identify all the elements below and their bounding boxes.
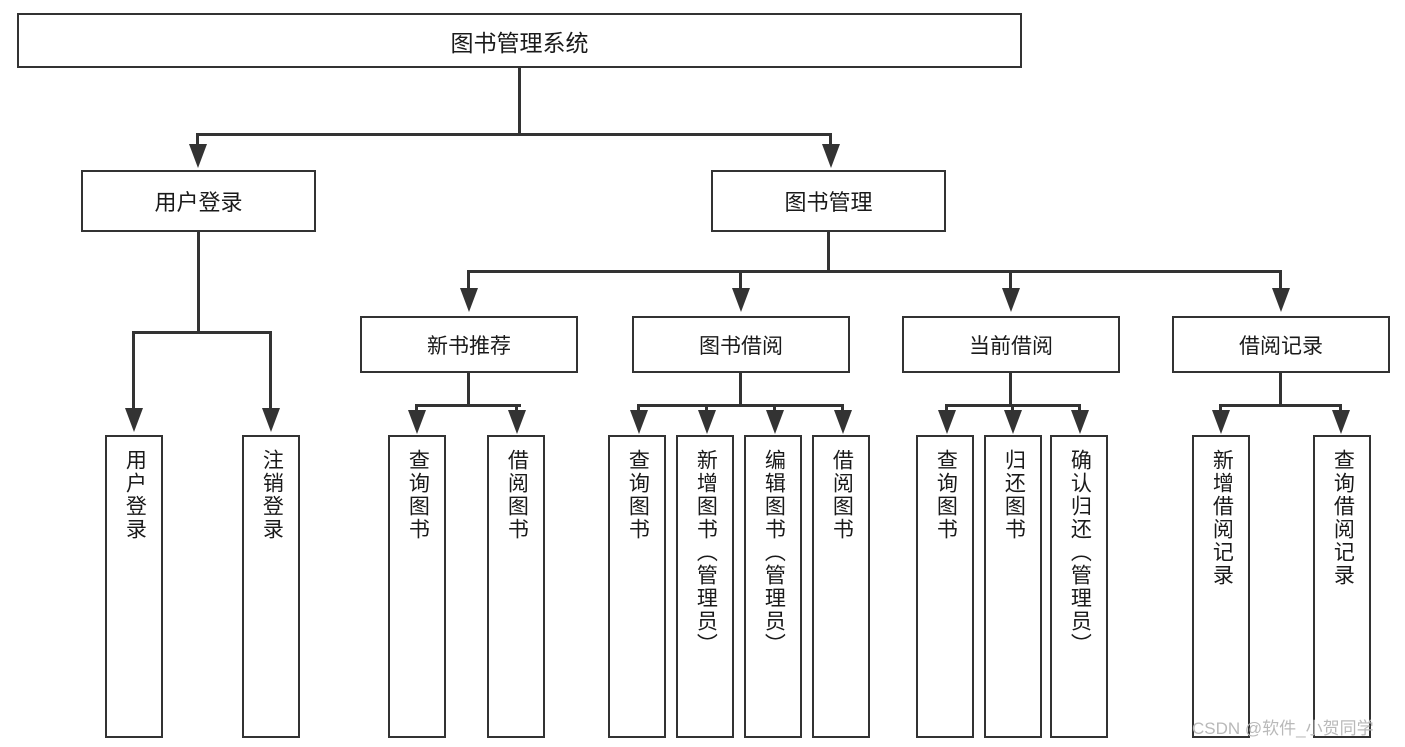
arrow-login-to-leaf-1 bbox=[125, 408, 143, 432]
leaf-search-borrow-record[interactable]: 查询借阅记录 bbox=[1313, 435, 1371, 738]
leaf-confirm-return-admin[interactable]: 确认归还（管理员） bbox=[1050, 435, 1108, 738]
arrow-current-to-leaf-2 bbox=[1004, 410, 1022, 434]
arrow-borrow-to-leaf-3 bbox=[766, 410, 784, 434]
connector-borrow-drop-3 bbox=[773, 404, 776, 412]
connector-login-stem bbox=[197, 232, 200, 333]
connector-records-drop-2 bbox=[1339, 404, 1342, 412]
leaf-label: 查询图书 bbox=[934, 449, 958, 541]
leaf-label: 查询图书 bbox=[406, 449, 430, 541]
arrow-borrow-to-leaf-1 bbox=[630, 410, 648, 434]
leaf-label: 查询图书 bbox=[626, 449, 650, 541]
connector-newbook-drop-1 bbox=[415, 404, 418, 412]
connector-newbook-stem bbox=[467, 373, 470, 407]
connector-root-bar bbox=[196, 133, 832, 136]
arrow-current-to-leaf-1 bbox=[938, 410, 956, 434]
leaf-label: 用户登录 bbox=[123, 449, 147, 541]
connector-bookmgmt-drop-4 bbox=[1279, 270, 1282, 292]
leaf-label: 借阅图书 bbox=[830, 449, 854, 541]
leaf-borrow-book[interactable]: 借阅图书 bbox=[812, 435, 870, 738]
node-book-borrow[interactable]: 图书借阅 bbox=[632, 316, 850, 373]
connector-login-drop-1 bbox=[132, 331, 135, 411]
arrow-newbook-to-leaf-1 bbox=[408, 410, 426, 434]
arrow-borrow-to-leaf-4 bbox=[834, 410, 852, 434]
connector-current-drop-3 bbox=[1078, 404, 1081, 412]
connector-current-drop-1 bbox=[945, 404, 948, 412]
connector-borrow-drop-4 bbox=[841, 404, 844, 412]
connector-login-drop-2 bbox=[269, 331, 272, 411]
leaf-add-book-admin[interactable]: 新增图书（管理员） bbox=[676, 435, 734, 738]
arrow-records-to-leaf-1 bbox=[1212, 410, 1230, 434]
leaf-label: 新增借阅记录 bbox=[1210, 449, 1234, 587]
node-label: 图书管理系统 bbox=[450, 29, 589, 56]
node-book-management[interactable]: 图书管理 bbox=[711, 170, 946, 232]
arrow-borrow-to-leaf-2 bbox=[698, 410, 716, 434]
arrow-current-to-leaf-3 bbox=[1071, 410, 1089, 434]
connector-newbook-drop-2 bbox=[515, 404, 518, 412]
leaf-add-borrow-record[interactable]: 新增借阅记录 bbox=[1192, 435, 1250, 738]
connector-login-bar bbox=[132, 331, 269, 334]
node-label: 图书借阅 bbox=[699, 334, 783, 358]
connector-bookmgmt-drop-3 bbox=[1009, 270, 1012, 292]
node-label: 当前借阅 bbox=[969, 334, 1053, 358]
leaf-label: 新增图书（管理员） bbox=[694, 449, 718, 656]
leaf-user-login[interactable]: 用户登录 bbox=[105, 435, 163, 738]
node-root-system[interactable]: 图书管理系统 bbox=[17, 13, 1022, 68]
arrow-root-to-login bbox=[189, 144, 207, 168]
arrow-login-to-leaf-2 bbox=[262, 408, 280, 432]
leaf-label: 确认归还（管理员） bbox=[1068, 449, 1092, 656]
connector-newbook-bar bbox=[415, 404, 521, 407]
leaf-search-book-borrow[interactable]: 查询图书 bbox=[608, 435, 666, 738]
connector-borrow-drop-2 bbox=[705, 404, 708, 412]
connector-current-stem bbox=[1009, 373, 1012, 407]
connector-records-bar bbox=[1219, 404, 1342, 407]
leaf-edit-book-admin[interactable]: 编辑图书（管理员） bbox=[744, 435, 802, 738]
node-borrow-records[interactable]: 借阅记录 bbox=[1172, 316, 1390, 373]
leaf-label: 查询借阅记录 bbox=[1331, 449, 1355, 587]
leaf-label: 编辑图书（管理员） bbox=[762, 449, 786, 656]
arrow-bookmgmt-to-borrow bbox=[732, 288, 750, 312]
connector-records-stem bbox=[1279, 373, 1282, 407]
leaf-search-book-current[interactable]: 查询图书 bbox=[916, 435, 974, 738]
node-label: 借阅记录 bbox=[1239, 334, 1323, 358]
leaf-label: 借阅图书 bbox=[505, 449, 529, 541]
node-new-book-recommend[interactable]: 新书推荐 bbox=[360, 316, 578, 373]
node-label: 新书推荐 bbox=[427, 334, 511, 358]
connector-bookmgmt-drop-2 bbox=[739, 270, 742, 292]
connector-borrow-bar bbox=[637, 404, 843, 407]
connector-root-stem bbox=[518, 68, 521, 135]
arrow-root-to-bookmgmt bbox=[822, 144, 840, 168]
arrow-bookmgmt-to-newbook bbox=[460, 288, 478, 312]
leaf-search-book-newbook[interactable]: 查询图书 bbox=[388, 435, 446, 738]
connector-borrow-drop-1 bbox=[637, 404, 640, 412]
node-user-login[interactable]: 用户登录 bbox=[81, 170, 316, 232]
leaf-return-book[interactable]: 归还图书 bbox=[984, 435, 1042, 738]
connector-bookmgmt-bar bbox=[467, 270, 1281, 273]
connector-current-drop-2 bbox=[1011, 404, 1014, 412]
leaf-logout[interactable]: 注销登录 bbox=[242, 435, 300, 738]
connector-borrow-stem bbox=[739, 373, 742, 407]
node-label: 图书管理 bbox=[784, 190, 873, 215]
arrow-bookmgmt-to-current bbox=[1002, 288, 1020, 312]
arrow-bookmgmt-to-records bbox=[1272, 288, 1290, 312]
leaf-label: 归还图书 bbox=[1002, 449, 1026, 541]
arrow-newbook-to-leaf-2 bbox=[508, 410, 526, 434]
node-current-borrow[interactable]: 当前借阅 bbox=[902, 316, 1120, 373]
connector-records-drop-1 bbox=[1219, 404, 1222, 412]
node-label: 用户登录 bbox=[154, 190, 243, 215]
connector-bookmgmt-stem bbox=[827, 232, 830, 272]
arrow-records-to-leaf-2 bbox=[1332, 410, 1350, 434]
connector-bookmgmt-drop-1 bbox=[467, 270, 470, 292]
leaf-borrow-book-newbook[interactable]: 借阅图书 bbox=[487, 435, 545, 738]
leaf-label: 注销登录 bbox=[260, 449, 284, 541]
